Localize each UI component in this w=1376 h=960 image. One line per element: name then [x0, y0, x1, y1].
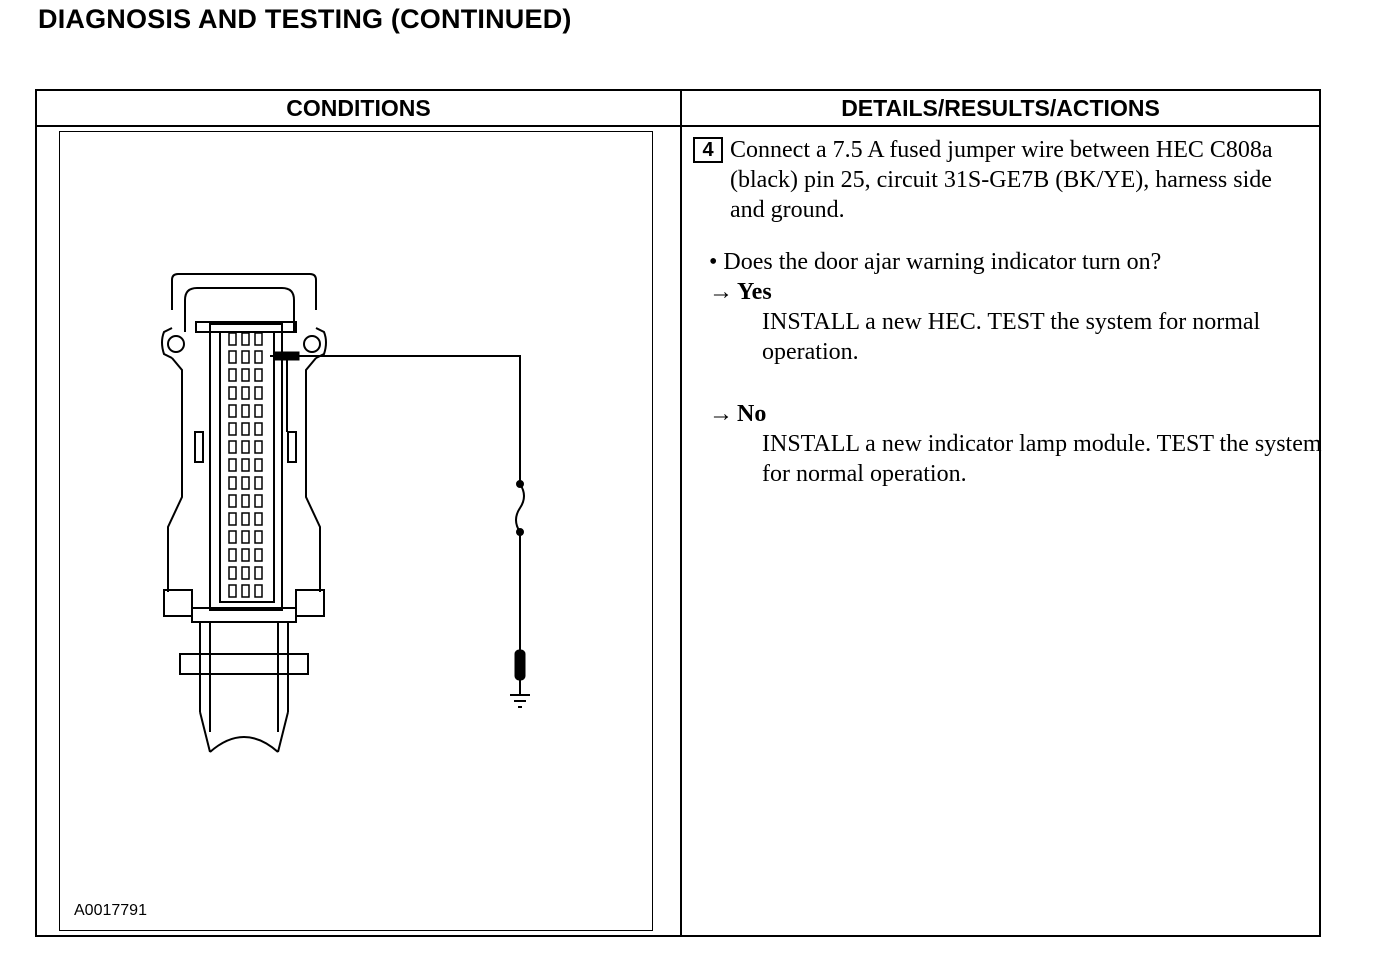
column-divider: [680, 91, 682, 935]
details-header: DETAILS/RESULTS/ACTIONS: [841, 95, 1160, 121]
connector-lower-collar: [179, 653, 309, 675]
left-rib: [194, 431, 204, 463]
connector-flange-right: [295, 589, 325, 617]
page-title: DIAGNOSIS AND TESTING (CONTINUED): [38, 4, 572, 34]
ground-symbol: [510, 694, 530, 708]
no-label: No: [737, 401, 767, 427]
connector-lower-body: [199, 622, 289, 712]
connector-top-housing: [171, 273, 317, 310]
connector-flange-left: [163, 589, 193, 617]
connector-right-ear: [315, 327, 327, 359]
no-action: INSTALL a new indicator lamp module. TES…: [762, 431, 1322, 487]
connector-neck: [167, 357, 183, 592]
yes-label: Yes: [737, 279, 772, 305]
conditions-header: CONDITIONS: [286, 95, 431, 121]
step-question: • Does the door ajar warning indicator t…: [709, 249, 1162, 275]
pin-block-header: [195, 321, 297, 333]
connector-mouth: [199, 711, 289, 753]
table-header-row: CONDITIONS DETAILS/RESULTS/ACTIONS: [37, 91, 1319, 127]
answer-yes-label: →Yes: [709, 277, 772, 307]
answer-no-label: →No: [709, 399, 766, 429]
probe-tip-connector: [274, 351, 300, 361]
arrow-right-icon: →: [709, 401, 733, 427]
connector-left-ear: [161, 327, 173, 359]
step-number-badge: 4: [693, 137, 723, 163]
pin-slots: [228, 332, 263, 598]
diagnosis-table: CONDITIONS DETAILS/RESULTS/ACTIONS: [35, 89, 1322, 937]
fuse-terminal-top: [516, 480, 524, 488]
right-rib: [287, 431, 297, 463]
fuse-terminal-bottom: [516, 528, 524, 536]
pin-block-inner: [219, 332, 275, 603]
connector-left-ear-hole: [167, 335, 185, 353]
connector-diagram-svg: [161, 273, 530, 753]
connector-right-ear-hole: [303, 335, 321, 353]
connector-flange: [191, 607, 297, 623]
connector-figure: A0017791: [59, 131, 653, 931]
yes-action: INSTALL a new HEC. TEST the system for n…: [762, 309, 1261, 365]
connector-inner-hood: [184, 287, 295, 332]
arrow-right-icon: →: [709, 279, 733, 305]
fuse-symbol: [515, 483, 525, 533]
ground-probe-tip: [514, 649, 526, 681]
step-instruction: Connect a 7.5 A fused jumper wire betwee…: [730, 137, 1273, 223]
jumper-wire: [270, 355, 521, 482]
pin-block-outer: [209, 323, 283, 611]
figure-id: A0017791: [74, 902, 147, 919]
